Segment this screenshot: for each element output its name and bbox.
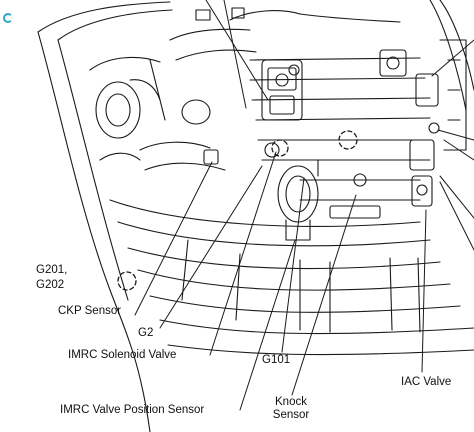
label-g101: G101 xyxy=(262,354,291,366)
label-ckp-sensor: CKP Sensor xyxy=(58,305,122,317)
radiator-support xyxy=(109,199,474,356)
label-g2: G2 xyxy=(138,327,154,339)
left-engine-components xyxy=(89,7,257,171)
label-imrc-solenoid-valve: IMRC Solenoid Valve xyxy=(68,349,177,361)
intake-manifold xyxy=(229,10,467,219)
label-g202: G202 xyxy=(36,279,65,291)
label-imrc-valve-position-sensor: IMRC Valve Position Sensor xyxy=(60,404,205,416)
label-g201: G201, xyxy=(36,264,68,276)
leader-lines xyxy=(134,0,474,411)
loading-spinner-icon xyxy=(3,13,13,23)
label-knock-sensor-line2: Sensor xyxy=(272,409,310,421)
label-iac-valve: IAC Valve xyxy=(401,376,452,388)
dashed-circle-icon xyxy=(117,130,358,291)
fender-outline xyxy=(37,0,474,432)
imrc-components xyxy=(203,142,367,241)
label-knock-sensor-line1: Knock xyxy=(275,396,307,408)
